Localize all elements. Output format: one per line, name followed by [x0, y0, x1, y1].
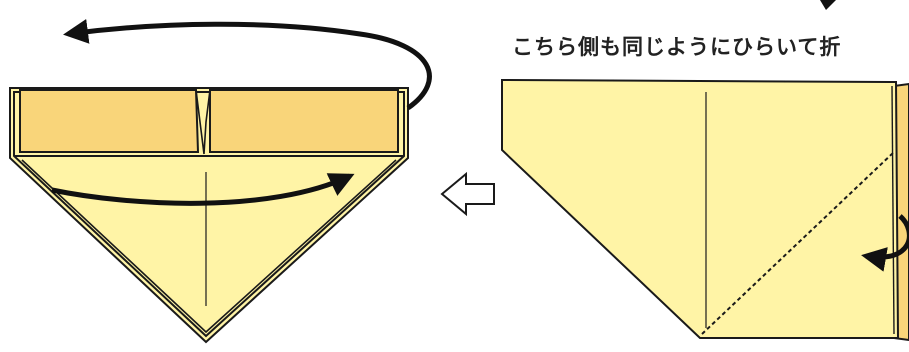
- curved-arrow-icon: [51, 173, 355, 206]
- model-main-body: [501, 78, 900, 339]
- top-right-flap: [209, 89, 399, 153]
- center-slit: [195, 89, 211, 155]
- top-left-flap: [19, 89, 200, 153]
- curved-arrow-icon: [63, 19, 432, 111]
- folded-model-left: [9, 87, 409, 344]
- inner-triangle-edge: [21, 159, 397, 334]
- valley-fold-line: [701, 151, 895, 335]
- curved-arrow-icon: [820, 0, 836, 10]
- folded-model-right: [501, 78, 909, 342]
- instruction-caption: こちら側も同じようにひらいて折: [512, 35, 842, 59]
- curved-arrow-icon: [861, 214, 909, 272]
- right-edge-line: [891, 85, 895, 335]
- hollow-left-arrow-icon: [440, 171, 495, 217]
